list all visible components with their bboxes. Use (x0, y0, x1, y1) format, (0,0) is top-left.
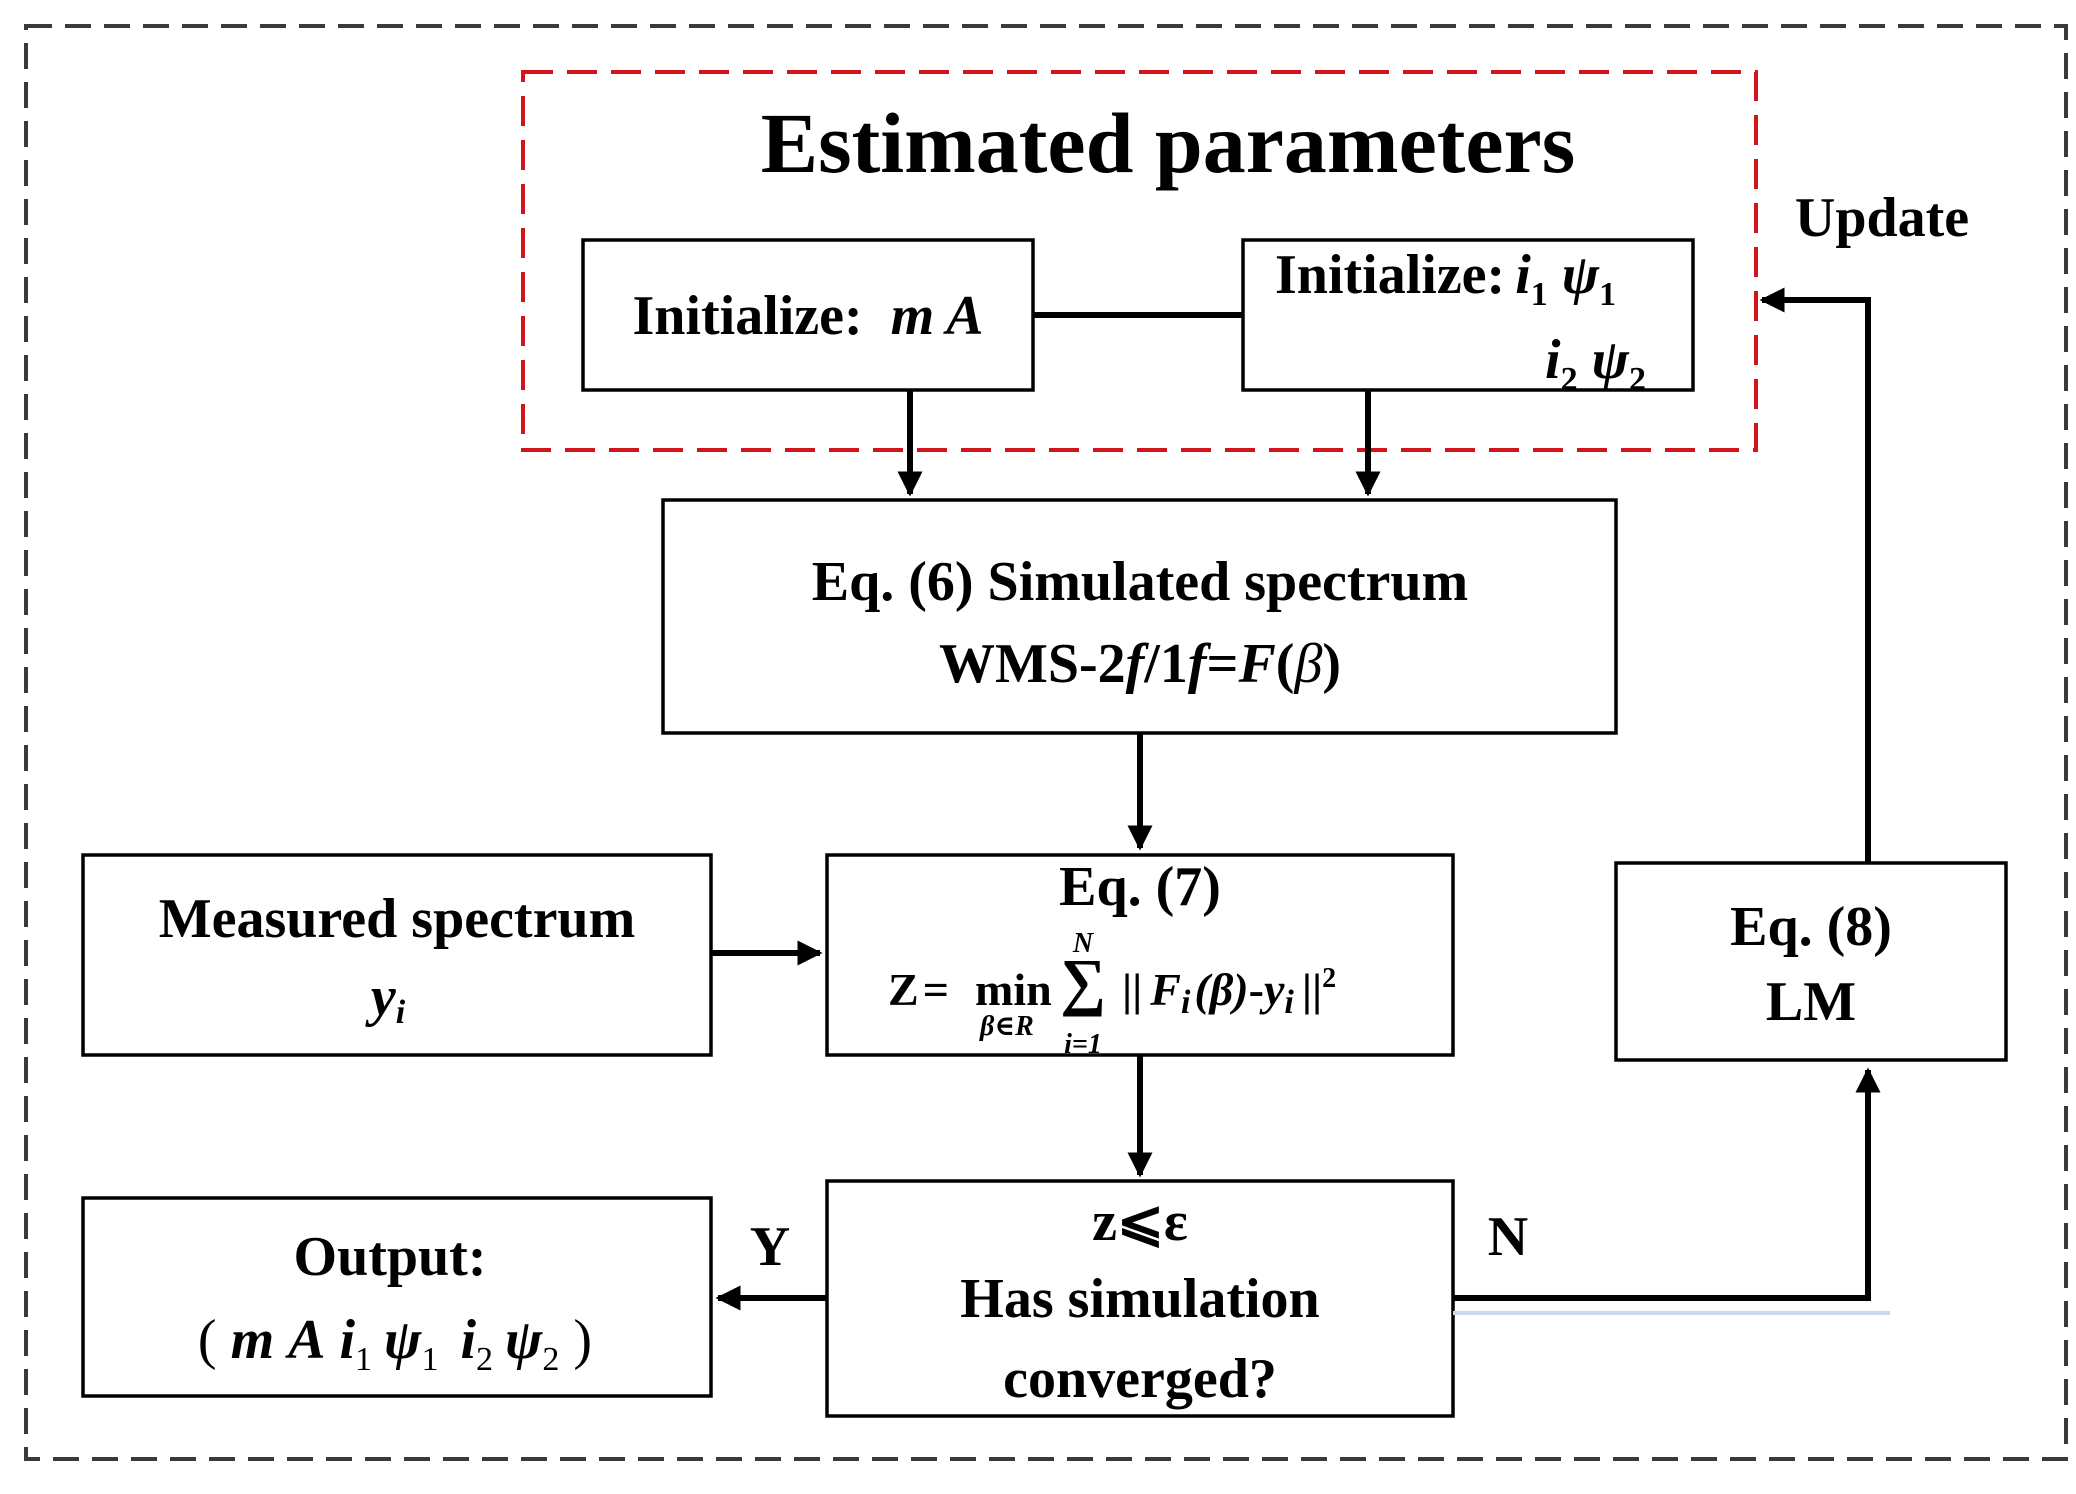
initialize-m-a-text: Initialize:m A (632, 285, 983, 347)
eq7-lhs: Z= (888, 964, 949, 1015)
measured-spectrum-box (81, 853, 713, 1057)
decision-line3: converged? (1003, 1348, 1277, 1410)
eq7-sum-top: N (1072, 928, 1095, 959)
arrow-eq8-to-parameters (1759, 287, 1871, 863)
output-line1: Output: (294, 1226, 487, 1288)
eq8-line2: LM (1766, 971, 1856, 1033)
outer-frame (24, 24, 2068, 1461)
yes-label: Y (750, 1216, 790, 1278)
arrow-decision-to-eq8 (1453, 1067, 1881, 1301)
no-label: N (1488, 1206, 1528, 1268)
eq7-min-subscript: β∈R (979, 1011, 1034, 1042)
measured-line1: Measured spectrum (159, 888, 635, 950)
decision-line2: Has simulation (960, 1268, 1319, 1330)
eq7-min: min (975, 964, 1052, 1015)
measured-line2: yi (365, 966, 406, 1031)
eq7-objective-box (825, 853, 1455, 1057)
eq6-simulated-spectrum-box (661, 498, 1618, 735)
eq8-line1: Eq. (8) (1730, 896, 1892, 958)
eq7-rhs: ||Fi(β)-yi||2 (1122, 963, 1336, 1021)
initialize-i-psi-box (1241, 238, 1695, 392)
eq8-lm-box (1614, 861, 2008, 1062)
output-box (81, 1196, 713, 1398)
eq7-sum-bottom: i=1 (1064, 1029, 1102, 1060)
eq6-line2: WMS-2f/1f=F(β) (939, 633, 1341, 695)
update-label: Update (1795, 187, 1969, 249)
eq7-sum-symbol: ∑ (1060, 946, 1106, 1017)
decision-condition: z⩽ε (1092, 1191, 1188, 1253)
convergence-decision-box (825, 1179, 1455, 1418)
eq7-title: Eq. (7) (1059, 856, 1221, 918)
eq6-line1: Eq. (6) Simulated spectrum (812, 551, 1468, 613)
estimated-parameters-panel (521, 70, 1758, 452)
panel-title: Estimated parameters (761, 95, 1575, 191)
